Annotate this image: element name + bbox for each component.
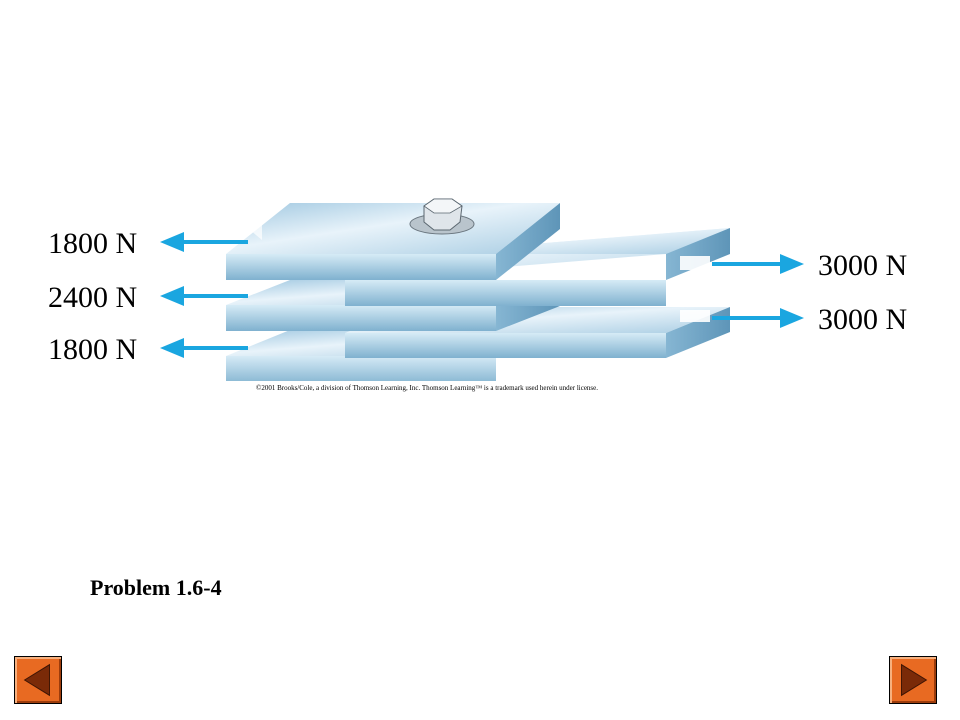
force-label-left-2: 2400 N [48,281,137,314]
previous-slide-button[interactable] [14,656,62,704]
plate-stack [226,198,730,381]
arrows-right [712,254,804,328]
arrow-left-2 [160,286,248,306]
plate-left-top [226,203,560,280]
arrows-left [160,232,248,358]
force-label-right-2: 3000 N [818,303,907,336]
problem-title: Problem 1.6-4 [90,575,222,600]
force-label-right-1: 3000 N [818,249,907,282]
force-label-left-1: 1800 N [48,227,137,260]
arrow-right-1 [712,254,804,274]
arrow-right-2 [712,308,804,328]
force-label-left-3: 1800 N [48,333,137,366]
left-triangle-icon [23,663,50,697]
next-slide-button[interactable] [889,656,937,704]
hex-bolt-icon [409,198,475,235]
arrow-left-1 [160,232,248,252]
arrow-left-3 [160,338,248,358]
copyright-notice: ©2001 Brooks/Cole, a division of Thomson… [256,384,598,392]
plate-right-top [345,228,730,306]
right-triangle-icon [901,663,928,697]
